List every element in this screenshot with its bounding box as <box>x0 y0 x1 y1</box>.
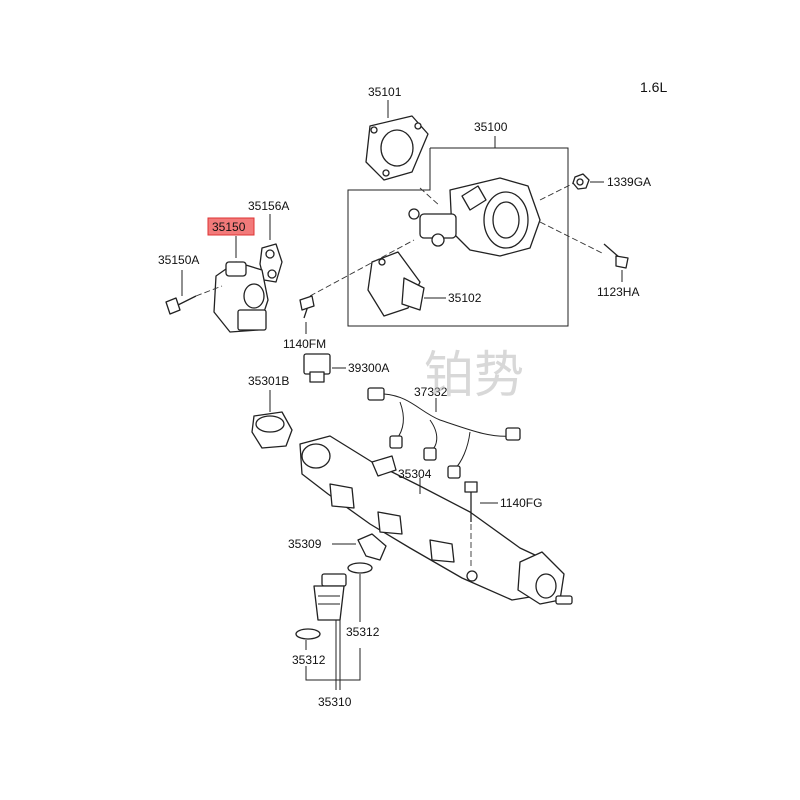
sensor-35102 <box>367 251 425 317</box>
label-35301B[interactable]: 35301B <box>248 374 289 388</box>
bolt-1140FM <box>299 295 315 319</box>
label-1140FG[interactable]: 1140FG <box>500 496 542 510</box>
oring-bottom <box>295 628 321 640</box>
label-35100[interactable]: 35100 <box>474 120 508 134</box>
throttle-body <box>408 177 541 257</box>
watermark: 铂势 <box>424 346 524 404</box>
sensor-dash <box>309 239 415 297</box>
label-35150A[interactable]: 35150A <box>158 253 199 267</box>
highlight-35150 <box>207 217 255 236</box>
bolt-35150A <box>165 295 197 315</box>
sensor-35301B <box>251 411 293 449</box>
label-35156A[interactable]: 35156A <box>248 199 289 213</box>
label-35312-right[interactable]: 35312 <box>346 625 380 639</box>
idle-actuator-35150 <box>213 261 269 333</box>
label-35101[interactable]: 35101 <box>368 85 402 99</box>
injector-35310 <box>313 573 347 621</box>
engine-label: 1.6L <box>640 79 667 95</box>
label-1123HA[interactable]: 1123HA <box>597 285 639 299</box>
label-35309[interactable]: 35309 <box>288 537 322 551</box>
clip-35309 <box>357 533 387 561</box>
label-37332[interactable]: 37332 <box>414 385 448 399</box>
throttle-group-box <box>347 147 569 327</box>
bolt-1123HA <box>603 243 629 269</box>
harness-37332 <box>367 387 521 479</box>
label-39300A[interactable]: 39300A <box>348 361 389 375</box>
fuel-rail-35304 <box>299 435 573 605</box>
nut-1339GA <box>572 173 590 190</box>
label-1339GA[interactable]: 1339GA <box>607 175 651 189</box>
sensor-39300A <box>303 353 331 383</box>
gasket-35101 <box>365 115 429 181</box>
label-35312-left[interactable]: 35312 <box>292 653 326 667</box>
label-35150[interactable]: 35150 <box>212 220 246 234</box>
gasket-35156A <box>259 243 283 283</box>
oring-top <box>347 562 373 574</box>
throttle-dash-1 <box>419 187 441 207</box>
label-35304[interactable]: 35304 <box>398 467 432 481</box>
bracket-35310 <box>305 648 361 681</box>
label-35310[interactable]: 35310 <box>318 695 352 709</box>
actuator-dash <box>195 285 223 297</box>
bolt-1140FG <box>464 481 478 522</box>
label-1140FM[interactable]: 1140FM <box>283 337 326 351</box>
throttle-dash-3 <box>539 221 605 255</box>
throttle-dash-2 <box>539 182 575 201</box>
label-35102[interactable]: 35102 <box>448 291 482 305</box>
